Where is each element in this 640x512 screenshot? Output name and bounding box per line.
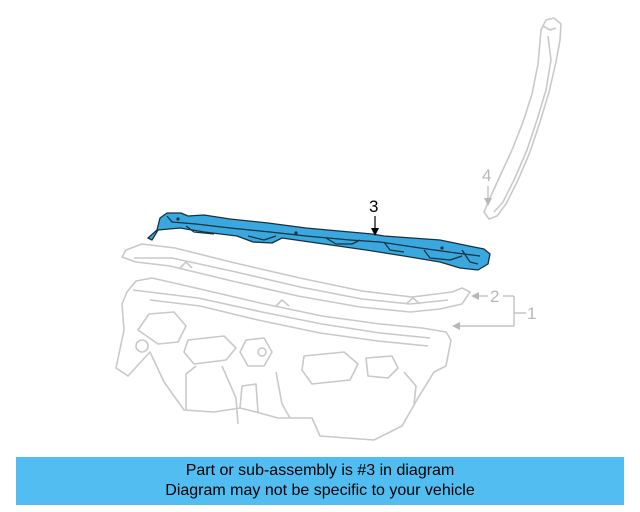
callout-1-label: 1 — [527, 304, 536, 323]
callout-4: 4 — [482, 166, 492, 206]
callout-3-label: 3 — [369, 197, 378, 216]
callout-2-label: 2 — [490, 287, 499, 306]
callout-2: 2 — [471, 287, 499, 306]
callout-4-label: 4 — [482, 166, 491, 185]
callout-1: 1 — [452, 295, 536, 330]
parts-diagram: 3 4 2 1 — [115, 17, 562, 441]
part-2-cowl-panel — [121, 243, 471, 313]
part-4-pillar-trim — [483, 17, 562, 220]
banner-line-1: Part or sub-assembly is #3 in diagram — [185, 462, 455, 479]
callout-3: 3 — [369, 197, 379, 236]
part-3-cowl-reinforcement — [147, 212, 491, 271]
part-1-dash-panel — [115, 277, 452, 441]
banner-line-2: Diagram may not be specific to your vehi… — [165, 482, 475, 499]
info-banner: Part or sub-assembly is #3 in diagram Di… — [16, 457, 624, 505]
